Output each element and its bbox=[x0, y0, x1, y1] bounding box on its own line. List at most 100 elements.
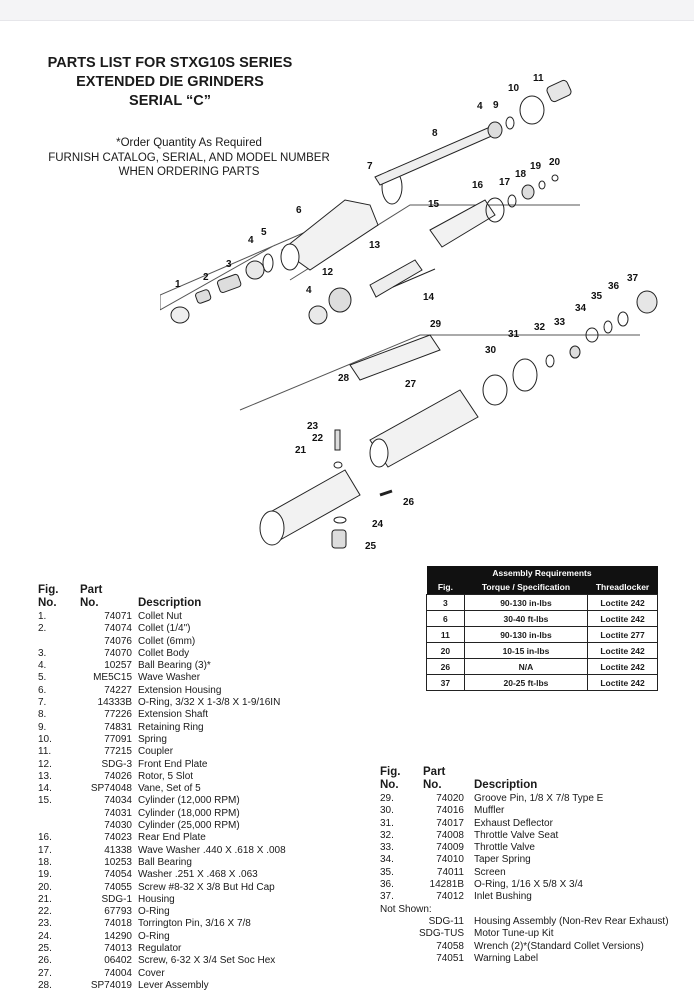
part-number: 74020 bbox=[436, 793, 464, 804]
note-line-1: *Order Quantity As Required bbox=[116, 137, 262, 149]
callout: 3 bbox=[226, 259, 232, 270]
callout: 23 bbox=[307, 421, 319, 432]
washer-shape bbox=[538, 180, 546, 190]
part-number: 14333B bbox=[97, 697, 132, 709]
part-description: Rear End Plate bbox=[138, 832, 206, 844]
part-description: Collet Nut bbox=[138, 611, 182, 622]
part-number: 74011 bbox=[436, 866, 464, 878]
ball-bearing-shape-4 bbox=[521, 184, 535, 200]
assembly-fig: 26 bbox=[426, 658, 465, 675]
part-description: Retaining Ring bbox=[138, 721, 204, 733]
screw-shape bbox=[551, 174, 559, 182]
part-fig-number: 2. bbox=[38, 623, 47, 635]
part-number: 74227 bbox=[104, 684, 132, 696]
part-description: O-Ring bbox=[138, 930, 170, 942]
part-number: 74018 bbox=[104, 918, 132, 930]
callout: 15 bbox=[428, 199, 440, 210]
header-part-no: No. bbox=[80, 597, 99, 609]
part-number: 74074 bbox=[104, 623, 132, 635]
part-number: 74023 bbox=[104, 832, 132, 844]
callout: 9 bbox=[493, 100, 499, 111]
part-number: 10257 bbox=[104, 660, 132, 672]
front-end-plate-shape bbox=[328, 287, 352, 313]
part-fig-number: 26. bbox=[38, 955, 52, 967]
part-fig-number: 3. bbox=[38, 647, 47, 659]
part-description: Cylinder (18,000 RPM) bbox=[138, 807, 240, 819]
assembly-requirements-table: Assembly Requirements Fig. Torque / Spec… bbox=[426, 566, 658, 691]
assembly-threadlocker: Loctite 277 bbox=[587, 626, 658, 643]
callout: 18 bbox=[515, 169, 527, 180]
header-fig-no: No. bbox=[380, 779, 399, 791]
assembly-fig: 3 bbox=[426, 594, 465, 611]
part-number: 74070 bbox=[104, 647, 132, 659]
parts-list-header: Fig. No. Part No. Description bbox=[38, 584, 338, 611]
part-description: Wrench (2)*(Standard Collet Versions) bbox=[474, 940, 644, 952]
part-fig-number: 5. bbox=[38, 672, 47, 684]
part-row: 3. 74070 Collet Body bbox=[38, 648, 338, 660]
title-line-2: EXTENDED DIE GRINDERS bbox=[76, 74, 264, 90]
assembly-col-threadlocker: Threadlocker bbox=[587, 580, 658, 595]
part-number: 74013 bbox=[104, 943, 132, 955]
part-number: 74026 bbox=[104, 770, 132, 782]
part-description: Collet (1/4") bbox=[138, 623, 191, 635]
assembly-threadlocker: Loctite 242 bbox=[587, 642, 658, 659]
part-row: 16. 74023 Rear End Plate bbox=[38, 832, 338, 844]
ball-bearing-shape-3 bbox=[308, 305, 328, 325]
page-title: PARTS LIST FOR STXG10S SERIES EXTENDED D… bbox=[30, 54, 310, 111]
header-part: Part bbox=[423, 766, 446, 778]
screen-shape bbox=[603, 320, 613, 334]
part-number: 74076 bbox=[104, 635, 132, 647]
callout: 7 bbox=[367, 161, 373, 172]
part-number: 74831 bbox=[104, 721, 132, 733]
header-description: Description bbox=[138, 597, 202, 609]
assembly-threadlocker: Loctite 242 bbox=[587, 594, 658, 611]
part-fig-number: 8. bbox=[38, 709, 47, 721]
part-fig-number: 16. bbox=[38, 832, 52, 844]
part-fig-number: 19. bbox=[38, 869, 52, 881]
part-description: Ball Bearing bbox=[138, 856, 192, 868]
part-description: Warning Label bbox=[474, 952, 539, 964]
part-fig-number: 22. bbox=[38, 906, 52, 918]
part-number: 74034 bbox=[104, 795, 132, 807]
part-description: Screw #8-32 X 3/8 But Hd Cap bbox=[138, 881, 275, 893]
part-number: 67793 bbox=[104, 906, 132, 918]
part-description: Spring bbox=[138, 733, 167, 745]
part-fig-number: 36. bbox=[380, 879, 394, 891]
part-description: Collet Body bbox=[138, 647, 190, 659]
part-description: Coupler bbox=[138, 746, 174, 758]
o-ring-shape-3 bbox=[333, 461, 343, 469]
callout: 12 bbox=[322, 267, 334, 278]
part-description: O-Ring, 1/16 X 5/8 X 3/4 bbox=[474, 879, 583, 891]
part-number: 74010 bbox=[436, 854, 464, 866]
part-fig-number: 20. bbox=[38, 881, 52, 893]
exhaust-deflector-shape bbox=[512, 358, 538, 392]
part-row: 2. 74074 Collet (1/4") bbox=[38, 623, 338, 635]
callout: 36 bbox=[608, 281, 620, 292]
part-fig-number: 12. bbox=[38, 758, 52, 770]
part-fig-number: 32. bbox=[380, 829, 394, 841]
header-description: Description bbox=[474, 779, 538, 791]
part-number: 74016 bbox=[436, 805, 464, 817]
part-number: SP74048 bbox=[90, 783, 132, 795]
part-number: 74008 bbox=[436, 829, 464, 841]
part-number: SDG-3 bbox=[101, 758, 132, 770]
header-fig: Fig. bbox=[38, 584, 59, 596]
exploded-diagram: 1 2 3 4 5 6 7 8 4 9 10 11 12 13 14 15 16… bbox=[160, 73, 658, 552]
part-fig-number: 28. bbox=[38, 979, 52, 991]
